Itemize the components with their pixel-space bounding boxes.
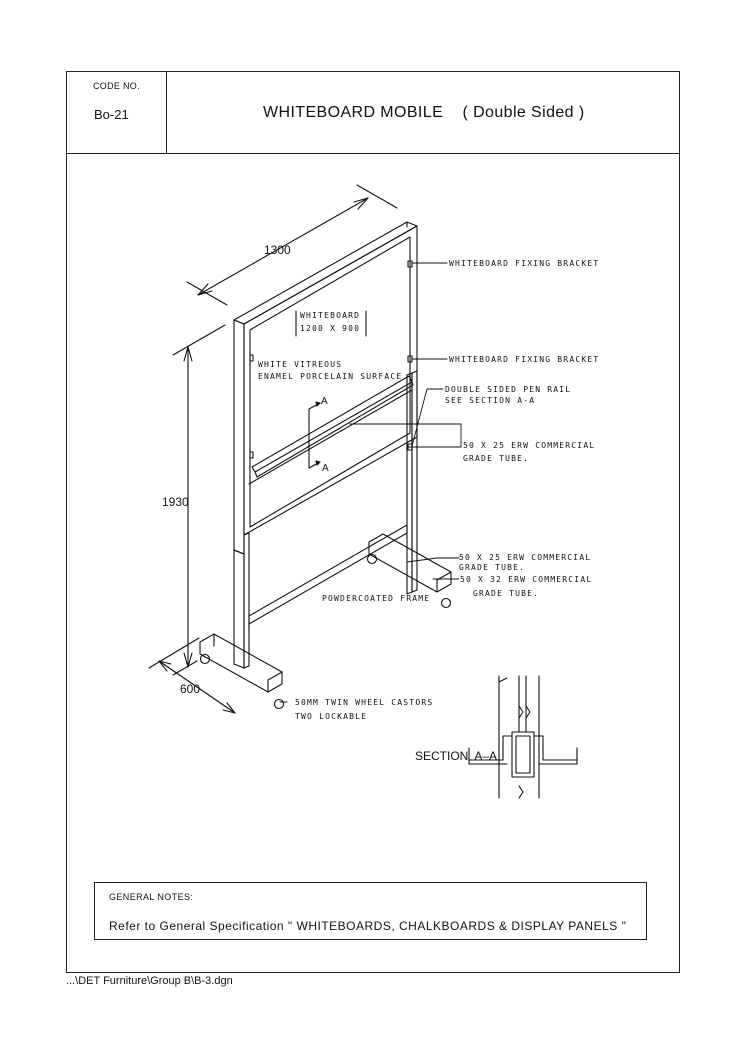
bracket-mid-label: WHITEBOARD FIXING BRACKET bbox=[449, 355, 599, 364]
rail-line2: GRADE TUBE. bbox=[459, 563, 525, 572]
code-value: Bo-21 bbox=[94, 107, 129, 122]
annotations: 1300 1930 600 A A WHITEBOARD 1200 X 900 … bbox=[162, 243, 599, 721]
title-block: CODE NO. Bo-21 WHITEBOARD MOBILE ( Doubl… bbox=[67, 72, 679, 154]
feet bbox=[199, 533, 452, 693]
pen-rail bbox=[248, 375, 414, 485]
whiteboard-size-line1: WHITEBOARD bbox=[300, 311, 360, 320]
section-mark-bottom: A bbox=[322, 463, 329, 474]
upright-line2: GRADE TUBE. bbox=[463, 454, 529, 463]
dim-depth: 600 bbox=[180, 682, 200, 696]
rail-line1: 50 X 25 ERW COMMERCIAL bbox=[459, 553, 591, 562]
whiteboard-size-line2: 1200 X 900 bbox=[300, 324, 360, 333]
pen-rail-line1: DOUBLE SIDED PEN RAIL bbox=[445, 385, 571, 394]
file-path: ...\DET Furniture\Group B\B-3.dgn bbox=[66, 975, 233, 987]
surface-line1: WHITE VITREOUS bbox=[258, 360, 342, 369]
pen-rail-line2: SEE SECTION A-A bbox=[445, 396, 535, 405]
frame-label: POWDERCOATED FRAME bbox=[322, 594, 430, 603]
section-detail bbox=[468, 675, 578, 799]
castors-line2: TWO LOCKABLE bbox=[295, 712, 367, 721]
code-cell: CODE NO. Bo-21 bbox=[67, 72, 167, 153]
dim-width: 1300 bbox=[264, 243, 291, 257]
notes-body: Refer to General Specification " WHITEBO… bbox=[109, 919, 627, 933]
dimension-lines bbox=[148, 184, 398, 714]
dim-height: 1930 bbox=[162, 495, 189, 509]
board-frame bbox=[233, 221, 418, 555]
castors bbox=[199, 553, 452, 710]
castors-line1: 50MM TWIN WHEEL CASTORS bbox=[295, 698, 433, 707]
drawing-sheet: CODE NO. Bo-21 WHITEBOARD MOBILE ( Doubl… bbox=[66, 71, 680, 973]
foot-line2: GRADE TUBE. bbox=[473, 589, 539, 598]
section-mark-top: A bbox=[321, 396, 328, 407]
section-cut-mark bbox=[308, 401, 321, 469]
lower-rail bbox=[248, 524, 408, 631]
general-notes-box: GENERAL NOTES: Refer to General Specific… bbox=[94, 882, 647, 940]
upright-line1: 50 X 25 ERW COMMERCIAL bbox=[463, 441, 595, 450]
leader-lines bbox=[279, 262, 462, 703]
size-label-box bbox=[295, 310, 367, 337]
notes-title: GENERAL NOTES: bbox=[109, 892, 194, 902]
bracket-top-label: WHITEBOARD FIXING BRACKET bbox=[449, 259, 599, 268]
foot-line1: 50 X 32 ERW COMMERCIAL bbox=[460, 575, 592, 584]
section-label: SECTION A–A bbox=[415, 749, 498, 763]
drawing-title: WHITEBOARD MOBILE ( Double Sided ) bbox=[263, 104, 585, 121]
uprights bbox=[233, 370, 418, 669]
surface-line2: ENAMEL PORCELAIN SURFACE bbox=[258, 372, 402, 381]
whiteboard-drawing: 1300 1930 600 A A WHITEBOARD 1200 X 900 … bbox=[148, 184, 599, 799]
code-label: CODE NO. bbox=[93, 81, 140, 91]
